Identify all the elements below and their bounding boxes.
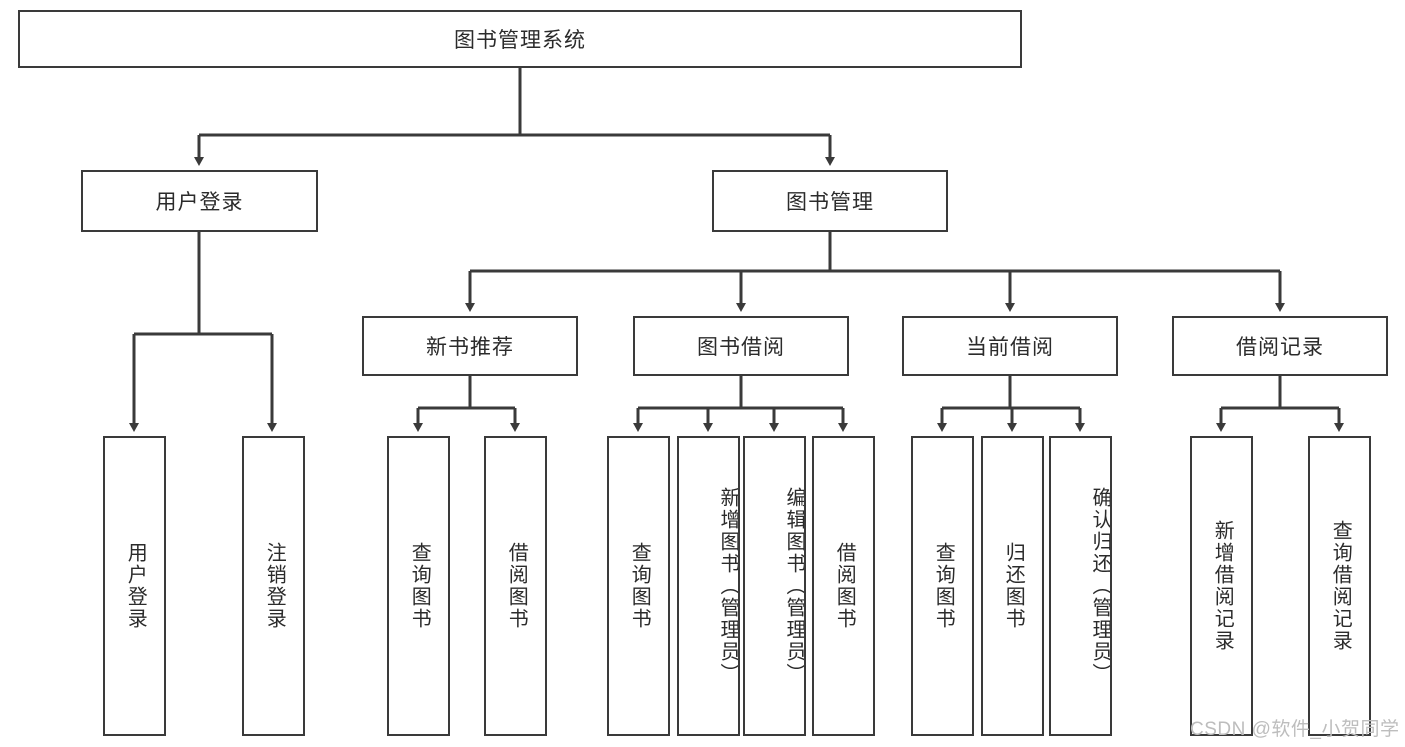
leaf-user-login[interactable]: 用户登录 <box>103 436 166 736</box>
leaf-query-books-nbr[interactable]: 查询图书 <box>387 436 450 736</box>
leaf-add-book-admin[interactable]: 新增图书（管理员） <box>677 436 740 736</box>
node-label: 编辑图书（管理员） <box>783 487 805 685</box>
leaf-query-books-bb[interactable]: 查询图书 <box>607 436 670 736</box>
node-label: 新书推荐 <box>426 336 514 359</box>
leaf-edit-book-admin[interactable]: 编辑图书（管理员） <box>743 436 806 736</box>
node-label: 图书借阅 <box>697 336 785 359</box>
node-label: 图书管理 <box>786 191 874 214</box>
leaf-borrow-books-bb[interactable]: 借阅图书 <box>812 436 875 736</box>
node-root-system[interactable]: 图书管理系统 <box>18 10 1022 68</box>
node-label: 注销登录 <box>263 542 286 630</box>
node-book-management[interactable]: 图书管理 <box>712 170 948 232</box>
leaf-return-books[interactable]: 归还图书 <box>981 436 1044 736</box>
node-user-login[interactable]: 用户登录 <box>81 170 318 232</box>
node-label: 查询图书 <box>932 542 955 630</box>
leaf-borrow-books-nbr[interactable]: 借阅图书 <box>484 436 547 736</box>
node-label: 查询图书 <box>408 542 431 630</box>
node-label: 归还图书 <box>1002 542 1025 630</box>
node-book-borrowing[interactable]: 图书借阅 <box>633 316 849 376</box>
leaf-query-books-cb[interactable]: 查询图书 <box>911 436 974 736</box>
node-label: 借阅图书 <box>833 542 856 630</box>
node-label: 用户登录 <box>124 542 147 630</box>
csdn-watermark: CSDN @软件_小贺同学 <box>1190 719 1400 740</box>
node-label: 当前借阅 <box>966 336 1054 359</box>
node-label: 查询图书 <box>628 542 651 630</box>
leaf-query-borrow-record[interactable]: 查询借阅记录 <box>1308 436 1371 736</box>
node-label: 借阅记录 <box>1236 336 1324 359</box>
node-label: 新增借阅记录 <box>1211 520 1234 652</box>
leaf-logout[interactable]: 注销登录 <box>242 436 305 736</box>
node-label: 借阅图书 <box>505 542 528 630</box>
node-label: 用户登录 <box>155 191 244 214</box>
node-current-borrowing[interactable]: 当前借阅 <box>902 316 1118 376</box>
leaf-add-borrow-record[interactable]: 新增借阅记录 <box>1190 436 1253 736</box>
node-label: 图书管理系统 <box>454 29 586 52</box>
node-label: 确认归还（管理员） <box>1089 487 1111 685</box>
leaf-confirm-return-admin[interactable]: 确认归还（管理员） <box>1049 436 1112 736</box>
node-label: 查询借阅记录 <box>1329 520 1352 652</box>
node-label: 新增图书（管理员） <box>717 487 739 685</box>
node-borrowing-record[interactable]: 借阅记录 <box>1172 316 1388 376</box>
node-new-book-recommendation[interactable]: 新书推荐 <box>362 316 578 376</box>
